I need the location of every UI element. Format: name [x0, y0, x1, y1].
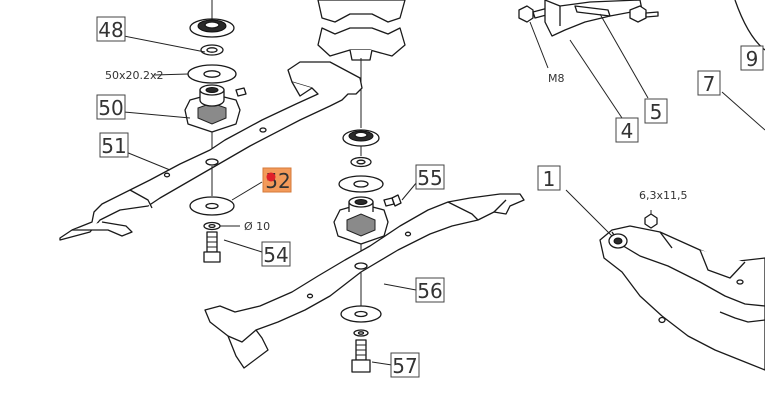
- callout-54-label: 54: [263, 243, 288, 267]
- callout-51-label: 51: [101, 134, 126, 158]
- diameter-label: Ø 10: [244, 220, 270, 233]
- callout-56: 56: [415, 277, 445, 303]
- callout-7: 7: [697, 70, 721, 96]
- callout-7-label: 7: [703, 72, 716, 96]
- callout-50: 50: [96, 94, 126, 120]
- callout-55: 55: [415, 164, 445, 190]
- callout-52: 52: [262, 167, 292, 193]
- blade-51: [59, 61, 363, 241]
- bearing-right: [338, 129, 384, 193]
- deck-housing-top: [317, 0, 406, 128]
- callout-57-label: 57: [392, 354, 417, 378]
- screw-spec-label: 6,3x11,5: [639, 189, 688, 202]
- highlight-marker: [266, 172, 276, 182]
- washer-spec-label: 50x20.2x2: [105, 69, 164, 82]
- bracket-top-right: [544, 0, 643, 37]
- callout-4: 4: [615, 117, 639, 143]
- blade-adapter-right: [333, 196, 395, 262]
- washer-50x20: [187, 64, 237, 84]
- leader-lines: [123, 13, 765, 366]
- washer-52: [189, 166, 235, 216]
- callout-51: 51: [99, 132, 129, 158]
- deck-edge-top-right: [734, 0, 765, 51]
- washer-right: [340, 272, 382, 337]
- callout-1-label: 1: [543, 167, 556, 191]
- blade-56: [204, 193, 525, 369]
- callout-5: 5: [644, 98, 668, 124]
- bolt-size-label: M8: [548, 72, 565, 85]
- callout-56-label: 56: [417, 279, 442, 303]
- bolt-54: [203, 231, 221, 263]
- bolt-screw-top: [629, 5, 659, 23]
- callout-4-label: 4: [621, 119, 634, 143]
- spring-washer: [203, 221, 221, 231]
- callout-55-label: 55: [417, 166, 442, 190]
- callout-5-label: 5: [650, 100, 663, 124]
- callout-9-label: 9: [746, 47, 759, 71]
- callout-48-label: 48: [98, 18, 123, 42]
- bolt-5: [574, 5, 611, 17]
- callout-1: 1: [537, 165, 561, 191]
- chute-part-1: [599, 225, 765, 371]
- callout-57: 57: [390, 352, 420, 378]
- callout-54: 54: [261, 241, 291, 267]
- callout-50-label: 50: [98, 96, 123, 120]
- bearing-48: [189, 0, 235, 56]
- bolt-57: [351, 339, 371, 373]
- screw-6-3x11-5: [644, 210, 658, 229]
- callout-9: 9: [740, 45, 764, 71]
- callout-48: 48: [96, 16, 126, 42]
- blade-adapter-50: [184, 84, 247, 158]
